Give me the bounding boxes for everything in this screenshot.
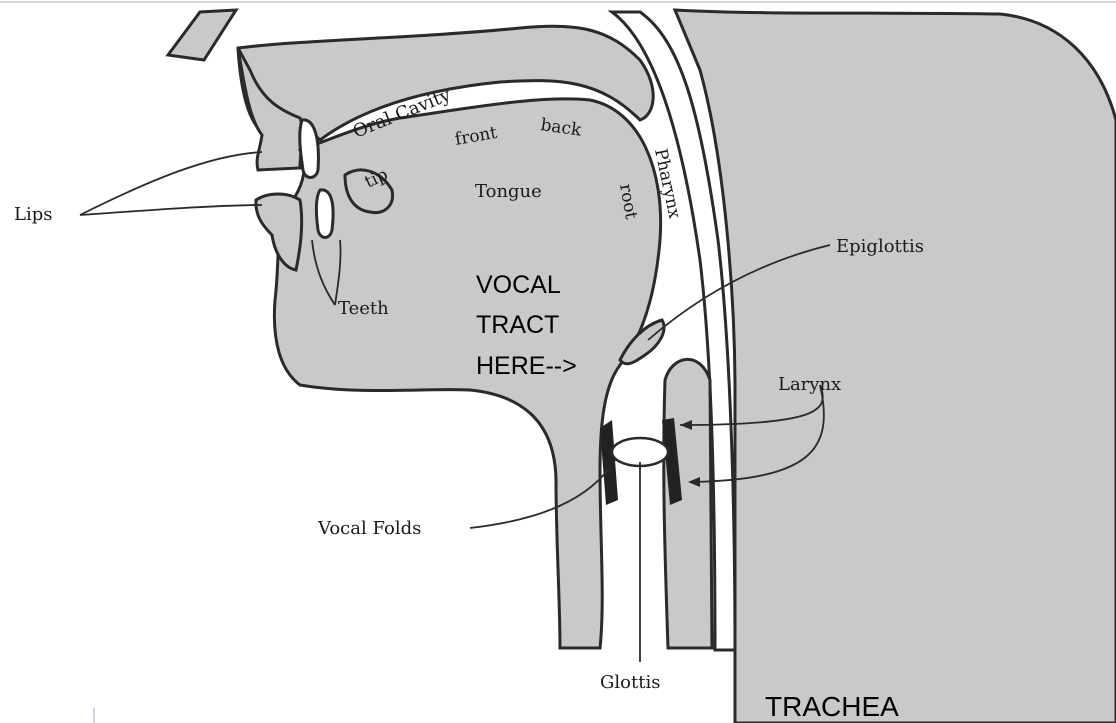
lower-teeth — [316, 190, 333, 238]
neck-back — [675, 10, 1116, 723]
annotation-trachea: TRACHEA — [765, 691, 899, 722]
label-epiglottis: Epiglottis — [836, 236, 924, 257]
annotation-vocal-line3: HERE--> — [476, 352, 577, 380]
label-tongue: Tongue — [475, 181, 542, 202]
upper-teeth — [300, 120, 319, 178]
vocal-folds-shape — [612, 438, 668, 466]
annotation-vocal-line2: TRACT — [476, 311, 559, 339]
label-teeth: Teeth — [338, 298, 389, 319]
thyroid-cartilage-front — [600, 420, 618, 505]
label-lips: Lips — [14, 204, 52, 225]
nasal-bone — [168, 10, 236, 60]
leader-lips-lower — [80, 205, 262, 215]
annotation-vocal-line1: VOCAL — [476, 271, 561, 299]
tongue-jaw — [274, 99, 660, 648]
label-vocal-folds: Vocal Folds — [317, 518, 421, 539]
label-larynx: Larynx — [778, 374, 841, 395]
label-glottis: Glottis — [600, 672, 660, 693]
lower-lip — [256, 194, 302, 270]
